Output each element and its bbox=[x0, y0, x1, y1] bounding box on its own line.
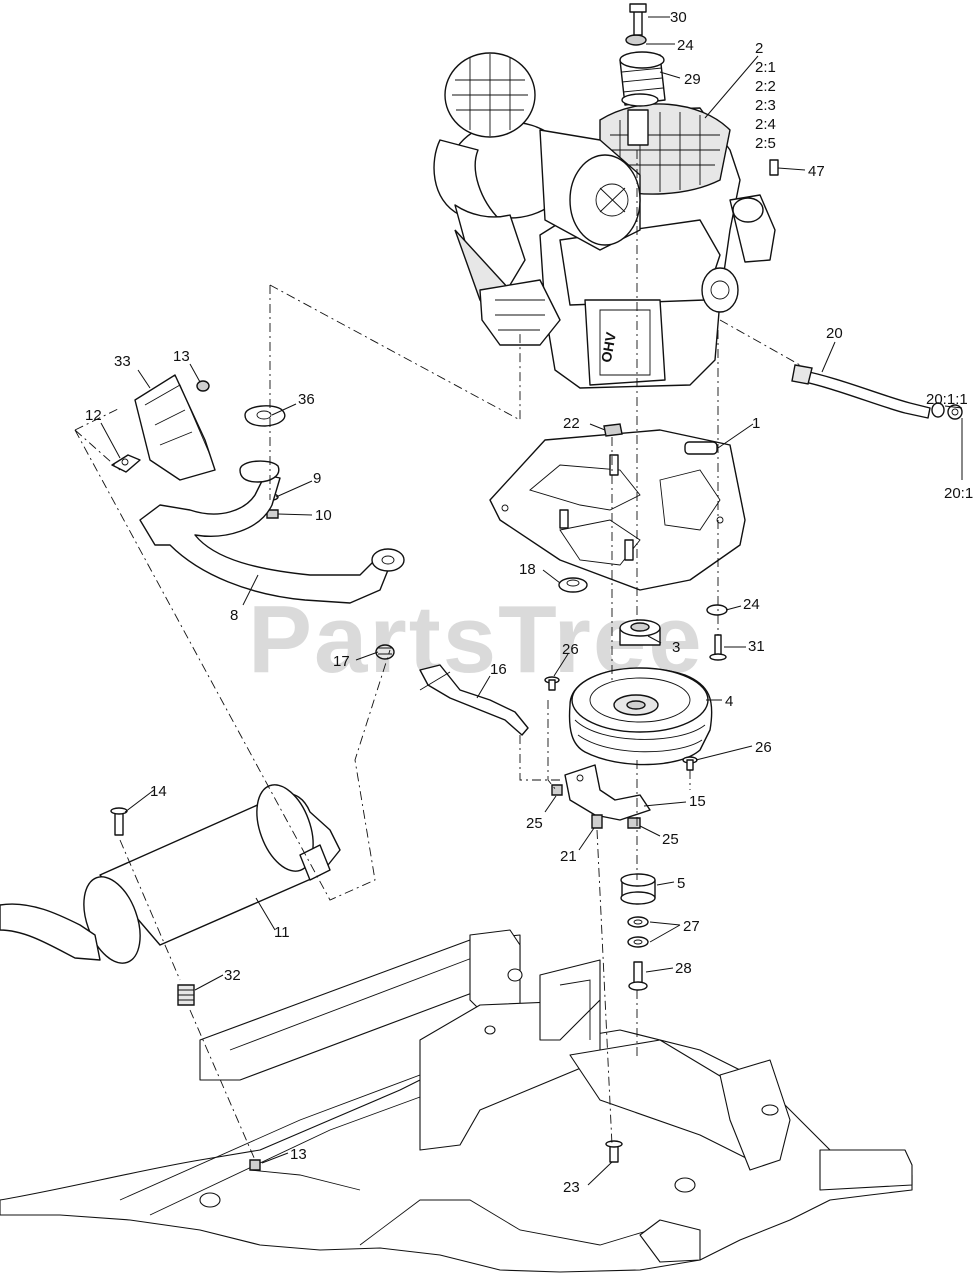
callout-25-left: 25 bbox=[526, 815, 543, 832]
hardware-26a bbox=[544, 676, 560, 691]
callout-23: 23 bbox=[563, 1179, 580, 1196]
muffler-11 bbox=[0, 784, 341, 964]
callout-28: 28 bbox=[675, 960, 692, 977]
callout-14: 14 bbox=[150, 783, 167, 800]
throttle-cable-16 bbox=[419, 664, 529, 736]
bolt-23 bbox=[605, 1140, 623, 1163]
callout-22: 22 bbox=[563, 415, 580, 432]
hardware-21 bbox=[591, 814, 603, 829]
callout-16: 16 bbox=[490, 661, 507, 678]
callout-2-1: 2:1 bbox=[755, 59, 776, 76]
callout-17: 17 bbox=[333, 653, 350, 670]
callout-2-4: 2:4 bbox=[755, 116, 776, 133]
washers-27 bbox=[627, 916, 649, 948]
hardware-13a bbox=[196, 380, 210, 392]
callout-1: 1 bbox=[752, 415, 760, 432]
spacer-3 bbox=[619, 619, 661, 646]
callout-36: 36 bbox=[298, 391, 315, 408]
engine-assembly: OHV bbox=[433, 3, 779, 389]
callout-13-bottom: 13 bbox=[290, 1146, 307, 1163]
callout-25-right: 25 bbox=[662, 831, 679, 848]
callout-29: 29 bbox=[684, 71, 701, 88]
spacer-5 bbox=[620, 873, 656, 905]
callout-18: 18 bbox=[519, 561, 536, 578]
callout-2-2: 2:2 bbox=[755, 78, 776, 95]
bolt-28 bbox=[628, 961, 648, 991]
callout-labels: 30 24 29 2 2:1 2:2 2:3 2:4 2:5 47 20 20:… bbox=[85, 9, 973, 1196]
leader-lines bbox=[100, 16, 963, 1186]
chassis-frame bbox=[0, 929, 913, 1273]
callout-11: 11 bbox=[274, 924, 290, 941]
callout-15: 15 bbox=[689, 793, 706, 810]
callout-24-top: 24 bbox=[677, 37, 694, 54]
callout-5: 5 bbox=[677, 875, 685, 892]
bolt-14 bbox=[110, 807, 128, 836]
callout-26-top: 26 bbox=[562, 641, 579, 658]
callout-20-1-1: 20:1:1 bbox=[926, 391, 968, 408]
callout-21: 21 bbox=[560, 848, 577, 865]
callout-9: 9 bbox=[313, 470, 321, 487]
hardware-18 bbox=[558, 577, 588, 593]
callout-32: 32 bbox=[224, 967, 241, 984]
callout-13-top: 13 bbox=[173, 348, 190, 365]
exhaust-pipe-8 bbox=[139, 460, 405, 604]
callout-26-bottom: 26 bbox=[755, 739, 772, 756]
gasket-36 bbox=[244, 405, 286, 427]
assembly-centerlines bbox=[74, 150, 801, 1161]
hardware-31 bbox=[709, 634, 727, 661]
hardware-13b bbox=[249, 1159, 261, 1171]
heat-shield-33 bbox=[134, 374, 216, 481]
clutch-bracket bbox=[564, 764, 651, 821]
callout-12: 12 bbox=[85, 407, 102, 424]
callout-47: 47 bbox=[808, 163, 825, 180]
callout-8: 8 bbox=[230, 607, 238, 624]
callout-2-3: 2:3 bbox=[755, 97, 776, 114]
clutch-pulley bbox=[568, 667, 713, 766]
callout-33: 33 bbox=[114, 353, 131, 370]
spring-17 bbox=[375, 644, 395, 660]
callout-10: 10 bbox=[315, 507, 332, 524]
engine-mount-plate bbox=[489, 429, 746, 591]
callout-4: 4 bbox=[725, 693, 733, 710]
hardware-26b bbox=[682, 756, 698, 771]
callout-30: 30 bbox=[670, 9, 687, 26]
callout-31: 31 bbox=[748, 638, 765, 655]
hardware-24b bbox=[706, 604, 728, 616]
hardware-25a bbox=[551, 784, 563, 796]
callout-24-mid: 24 bbox=[743, 596, 760, 613]
callout-3: 3 bbox=[672, 639, 680, 656]
callout-2: 2 bbox=[755, 40, 763, 57]
hardware-25b bbox=[627, 817, 641, 829]
bracket-12 bbox=[111, 454, 141, 473]
engine-ohv-label: OHV bbox=[598, 330, 619, 363]
callout-27: 27 bbox=[683, 918, 700, 935]
callout-2-5: 2:5 bbox=[755, 135, 776, 152]
fuel-hose bbox=[791, 364, 963, 420]
callout-20-1: 20:1 bbox=[944, 485, 973, 502]
hardware-22 bbox=[603, 423, 623, 437]
callout-20: 20 bbox=[826, 325, 843, 342]
spring-32 bbox=[177, 984, 195, 1006]
